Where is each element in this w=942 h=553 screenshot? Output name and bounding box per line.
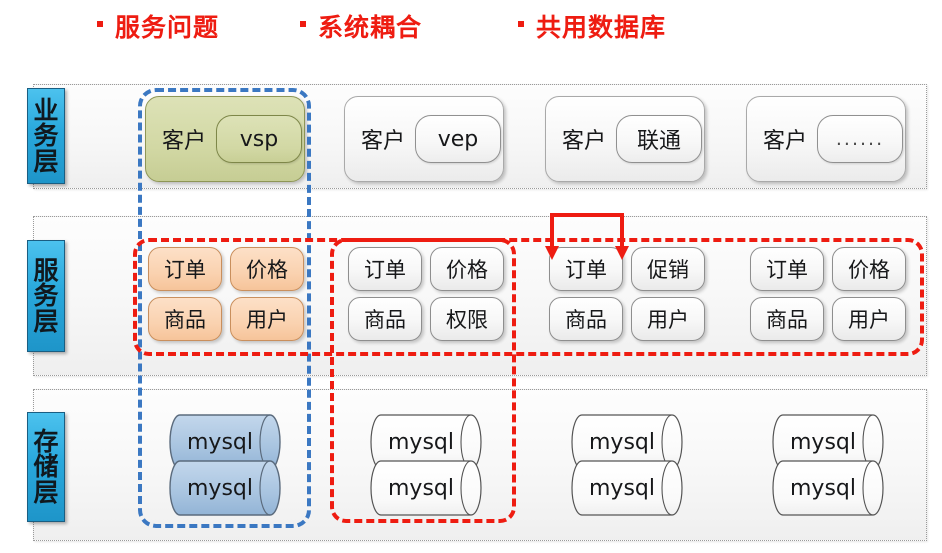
layer-tab-char: 务 <box>33 281 59 311</box>
service-item[interactable]: 商品 <box>148 297 222 341</box>
layer-tab-char: 业 <box>33 95 59 125</box>
service-item[interactable]: 用户 <box>631 297 705 341</box>
storage-stack-1: mysql mysql <box>370 414 483 516</box>
square-bullet-icon <box>518 21 524 27</box>
service-item[interactable]: 用户 <box>230 297 304 341</box>
service-group-2: 订单 促销 商品 用户 <box>549 247 705 341</box>
database-cylinder[interactable]: mysql <box>571 460 684 516</box>
service-item[interactable]: 价格 <box>230 247 304 291</box>
service-item[interactable]: 商品 <box>549 297 623 341</box>
storage-stack-3: mysql mysql <box>772 414 885 516</box>
layer-tab-char: 务 <box>33 121 59 151</box>
service-item[interactable]: 商品 <box>750 297 824 341</box>
service-group-0: 订单 价格 商品 用户 <box>148 247 304 341</box>
service-item[interactable]: 订单 <box>148 247 222 291</box>
database-cylinder[interactable]: mysql <box>370 460 483 516</box>
header-bullet-2: 共用数据库 <box>518 8 666 44</box>
service-layer-panel <box>33 216 927 376</box>
business-card-3[interactable]: 客户 ...... <box>746 96 906 182</box>
layer-tab-storage: 存 储 层 <box>27 412 65 522</box>
header-bullet-1: 系统耦合 <box>300 8 422 44</box>
business-card-tag: vep <box>415 115 502 163</box>
layer-tab-char: 层 <box>33 477 59 507</box>
database-cylinder[interactable]: mysql <box>169 460 282 516</box>
service-item[interactable]: 促销 <box>631 247 705 291</box>
header-bullet-0: 服务问题 <box>97 8 219 44</box>
business-card-1[interactable]: 客户 vep <box>344 96 504 182</box>
business-card-2[interactable]: 客户 联通 <box>545 96 705 182</box>
layer-tab-char: 服 <box>33 255 59 285</box>
layer-tab-business: 业 务 层 <box>27 88 65 184</box>
layer-tab-char: 储 <box>33 452 59 482</box>
header-bullet-label: 共用数据库 <box>536 13 667 42</box>
header-bullet-label: 系统耦合 <box>318 13 423 42</box>
service-item[interactable]: 用户 <box>832 297 906 341</box>
business-card-tag: ...... <box>817 115 904 163</box>
square-bullet-icon <box>300 21 306 27</box>
storage-stack-0: mysql mysql <box>169 414 282 516</box>
layer-tab-char: 存 <box>33 426 59 456</box>
service-group-1: 订单 价格 商品 权限 <box>348 247 504 341</box>
layer-tab-char: 层 <box>33 146 59 176</box>
service-item[interactable]: 价格 <box>430 247 504 291</box>
red-bracket-connector-icon <box>545 213 629 260</box>
storage-stack-2: mysql mysql <box>571 414 684 516</box>
business-card-prefix: 客户 <box>763 129 808 154</box>
business-card-prefix: 客户 <box>162 129 207 154</box>
business-card-tag: vsp <box>216 115 303 163</box>
layer-tab-char: 层 <box>33 306 59 336</box>
business-card-prefix: 客户 <box>562 129 607 154</box>
service-group-3: 订单 价格 商品 用户 <box>750 247 906 341</box>
service-item[interactable]: 订单 <box>549 247 623 291</box>
square-bullet-icon <box>97 21 103 27</box>
database-cylinder[interactable]: mysql <box>772 460 885 516</box>
service-item[interactable]: 订单 <box>750 247 824 291</box>
header-bullet-label: 服务问题 <box>115 13 220 42</box>
business-card-prefix: 客户 <box>361 129 406 154</box>
business-card-0[interactable]: 客户 vsp <box>145 96 305 182</box>
layer-tab-service: 服 务 层 <box>27 240 65 352</box>
business-card-tag: 联通 <box>616 115 703 163</box>
header-bullet-list: 服务问题 系统耦合 共用数据库 <box>0 0 942 62</box>
service-item[interactable]: 价格 <box>832 247 906 291</box>
service-item[interactable]: 订单 <box>348 247 422 291</box>
service-item[interactable]: 商品 <box>348 297 422 341</box>
service-item[interactable]: 权限 <box>430 297 504 341</box>
